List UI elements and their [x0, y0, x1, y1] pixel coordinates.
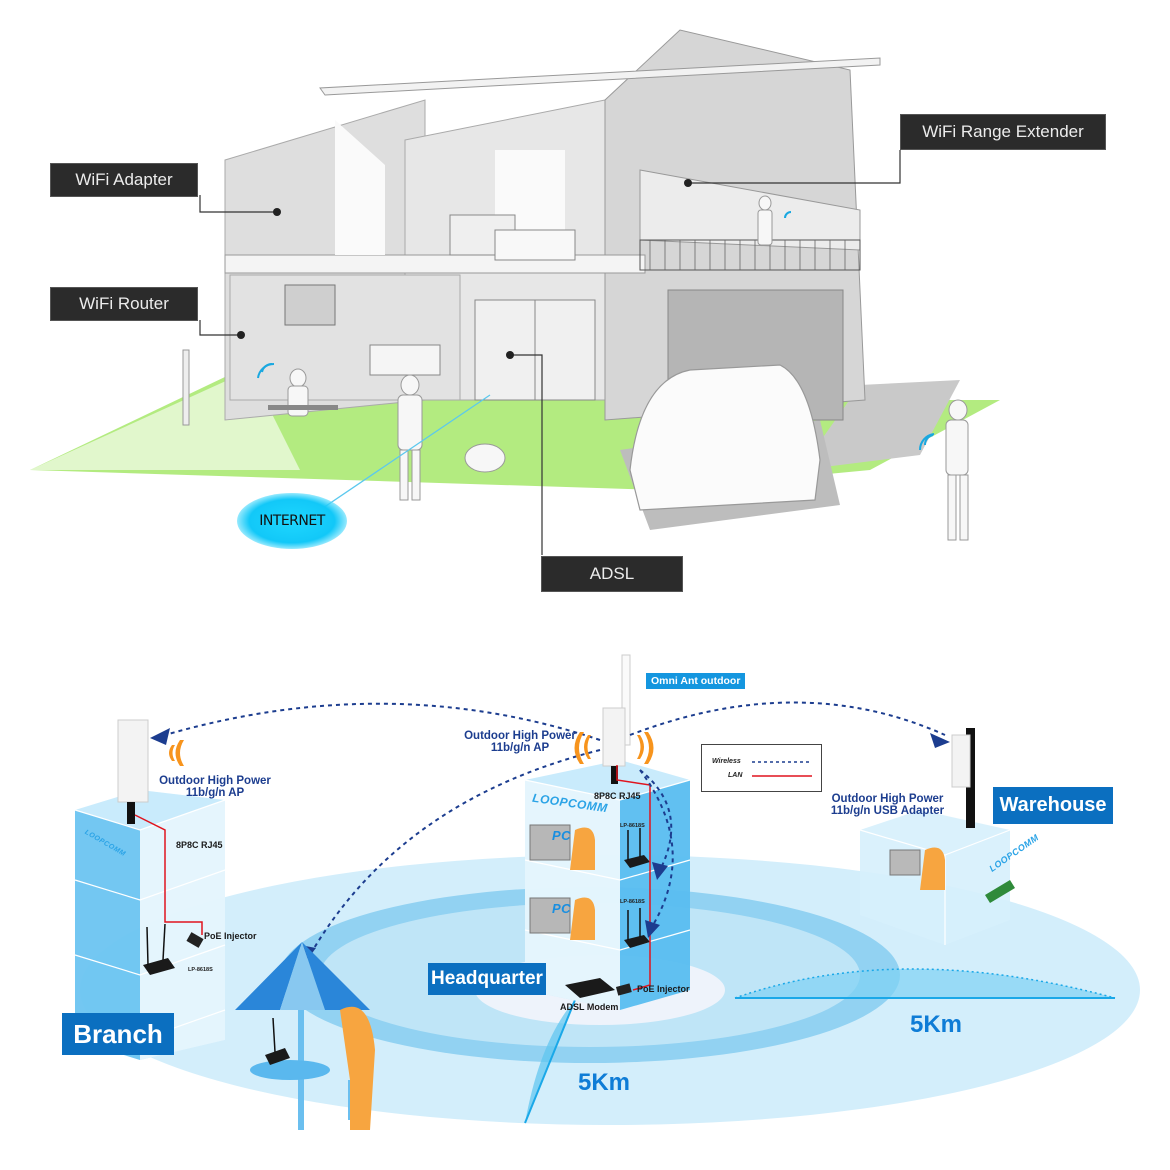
branch-ap-label-line1: Outdoor High Power: [159, 775, 271, 787]
roof: [319, 57, 881, 96]
hq-poe-label: PoE Injector: [637, 984, 690, 994]
location-warehouse: Warehouse: [993, 787, 1113, 824]
wireless-links: [164, 701, 946, 956]
branch-ap-device: [117, 719, 149, 824]
leader-wifi-adapter: [199, 195, 276, 213]
omni-antenna-label: Omni Ant outdoor: [646, 673, 746, 689]
branch-router-label: LP-8618S: [188, 967, 213, 973]
location-branch: Branch: [62, 1013, 174, 1055]
branch-rj45-label: 8P8C RJ45: [176, 840, 223, 850]
legend: Wireless LAN: [701, 744, 822, 792]
balcony-railing: [639, 239, 861, 271]
branch-ap-label: Outdoor High Power 11b/g/n AP: [155, 775, 275, 799]
signal-arcs: [169, 732, 654, 766]
callout-wifi-adapter: WiFi Adapter: [50, 163, 198, 197]
range-label-2: 5Km: [578, 1069, 631, 1096]
legend-lan-label: LAN: [728, 772, 743, 779]
pc-1-label: PC: [552, 828, 572, 843]
wifi-signal-icons: [257, 211, 935, 451]
hq-ap-label-line2: 11b/g/n AP: [490, 742, 550, 754]
warehouse-adapter-label-line2: 11b/g/n USB Adapter: [830, 805, 945, 817]
callout-wifi-router: WiFi Router: [50, 287, 198, 321]
location-headquarter: Headquarter: [428, 963, 546, 995]
hq-router-1-label: LP-8618S: [620, 823, 645, 829]
warehouse-adapter-label-line1: Outdoor High Power: [831, 793, 944, 805]
range-label-1: 5Km: [910, 1011, 963, 1038]
leader-adsl: [510, 354, 543, 555]
adsl-modem-label: ADSL Modem: [560, 1002, 619, 1012]
house-illustration: [30, 29, 1000, 555]
internet-cloud: INTERNET: [237, 493, 347, 549]
warehouse-building: [859, 810, 1015, 945]
hq-ap-device: [602, 654, 631, 784]
leader-wifi-router: [199, 320, 240, 336]
legend-wireless-label: Wireless: [712, 758, 741, 765]
warehouse-adapter-label: Outdoor High Power 11b/g/n USB Adapter: [820, 793, 955, 817]
car: [629, 364, 821, 511]
hq-ap-label: Outdoor High Power 11b/g/n AP: [455, 730, 585, 754]
pc-2-label: PC: [552, 901, 572, 916]
headquarter-building: [524, 760, 691, 1010]
hq-ap-label-line1: Outdoor High Power: [464, 730, 576, 742]
legend-swatches: [752, 761, 812, 777]
hq-rj45-label: 8P8C RJ45: [594, 791, 641, 801]
branch-poe-label: PoE Injector: [204, 931, 257, 941]
internet-cable: [319, 394, 491, 511]
branch-ap-label-line2: 11b/g/n AP: [185, 787, 245, 799]
umbrella-cafe: [235, 942, 375, 1130]
callout-adsl: ADSL: [541, 556, 683, 592]
leader-range-extender: [690, 150, 901, 184]
warehouse-ap-device: [951, 728, 975, 828]
range-wedge-right: [735, 969, 1115, 998]
callout-wifi-range-extender: WiFi Range Extender: [900, 114, 1106, 150]
branch-building: [74, 790, 226, 1060]
adsl-modem-device: [565, 978, 615, 998]
hq-router-2-label: LP-8618S: [620, 899, 645, 905]
